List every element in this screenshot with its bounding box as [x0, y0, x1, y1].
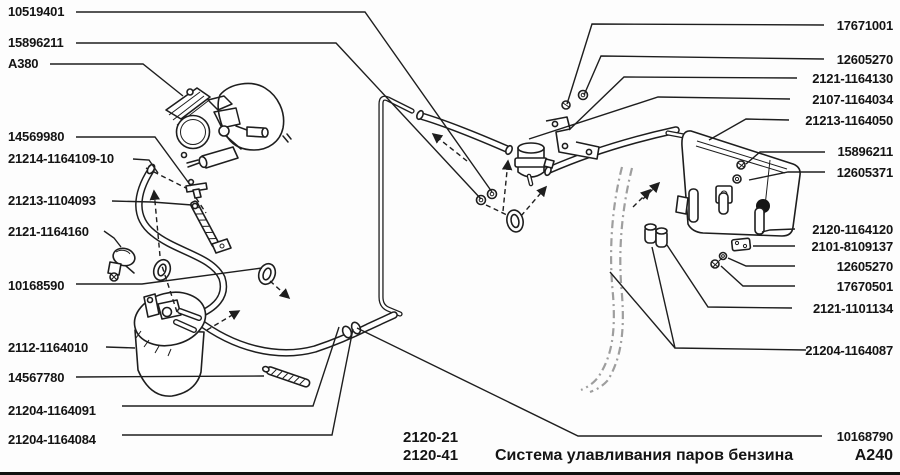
- part-label-17671001-12: 17671001: [836, 18, 893, 33]
- part-label-2120-1164120-19: 2120-1164120: [812, 222, 893, 237]
- model-code-2: 2120-41: [403, 447, 459, 464]
- assembly-arrows: [149, 133, 661, 331]
- part-label-12605270-21: 12605270: [836, 259, 893, 274]
- part-label-21213-1164050-16: 21213-1164050: [805, 113, 893, 128]
- hose-throttle-to-canister: [135, 163, 228, 320]
- adsorber-canister: [133, 291, 207, 397]
- part-label-21204-1164087-24: 21204-1164087: [805, 343, 893, 358]
- part-label-12605270-13: 12605270: [836, 52, 893, 67]
- part-label-21204-1164091-10: 21204-1164091: [8, 403, 96, 418]
- double-hose-clamp: [644, 223, 668, 248]
- part-label-10519401-0: 10519401: [8, 4, 65, 19]
- part-label-12605371-18: 12605371: [836, 165, 893, 180]
- ghost-hose-line2: [195, 197, 207, 214]
- part-label-2121-1164130-14: 2121-1164130: [812, 71, 893, 86]
- part-label-2112-1164010-8: 2112-1164010: [8, 340, 89, 355]
- part-label-10168590-7: 10168590: [8, 278, 65, 293]
- separator-tank: [665, 130, 801, 237]
- hose-pipe-to-valve: [416, 109, 513, 156]
- pipe-grommet-clamp: [506, 209, 524, 233]
- part-label-10168790-25: 10168790: [836, 429, 893, 444]
- valve-screw-washer: [561, 89, 589, 110]
- model-code-1: 2120-21: [403, 429, 459, 446]
- clamp-plate: [730, 237, 752, 252]
- phantom-body-pipes: [580, 166, 634, 394]
- part-label-14569980-3: 14569980: [8, 129, 65, 144]
- throttle-body: [165, 82, 292, 169]
- throttle-bolt-icon: [186, 88, 194, 96]
- part-label-14567780-9: 14567780: [8, 370, 65, 385]
- part-label-21214-1164109-10-4: 21214-1164109-10: [8, 151, 114, 166]
- part-label-2101-8109137-20: 2101-8109137: [811, 239, 894, 254]
- hose-clamp-2: [257, 262, 277, 286]
- part-label-2107-1164034-15: 2107-1164034: [812, 92, 893, 107]
- valve-bracket: [545, 116, 600, 160]
- hose-canister-to-pipe: [193, 311, 398, 357]
- part-label-А380-2: А380: [8, 56, 39, 71]
- hose-clamp-1: [152, 258, 172, 282]
- leader-lines: [50, 11, 825, 437]
- ribbed-strip: [261, 365, 311, 388]
- hose-screw-washers: [475, 188, 498, 206]
- sheet-code: А240: [854, 447, 893, 464]
- part-label-21213-1104093-5: 21213-1104093: [8, 193, 96, 208]
- tank-washer-screw: [710, 251, 728, 269]
- junction-clamp-rings: [341, 321, 362, 339]
- part-label-2121-1164160-6: 2121-1164160: [8, 224, 89, 239]
- figure-caption: Система улавливания паров бензина: [495, 447, 794, 464]
- part-label-2121-1101134-23: 2121-1101134: [812, 301, 893, 316]
- bracket-strip: [189, 200, 232, 254]
- part-label-15896211-17: 15896211: [837, 144, 893, 159]
- solenoid-bracket-part: [107, 247, 136, 282]
- part-label-17670501-22: 17670501: [836, 279, 893, 294]
- part-label-21204-1164084-11: 21204-1164084: [8, 432, 96, 447]
- part-label-15896211-1: 15896211: [8, 35, 64, 50]
- hose-valve-to-tank: [544, 126, 680, 177]
- gravity-valve: [514, 142, 555, 187]
- bottom-border: [0, 472, 900, 475]
- vapor-pipe: [378, 95, 415, 317]
